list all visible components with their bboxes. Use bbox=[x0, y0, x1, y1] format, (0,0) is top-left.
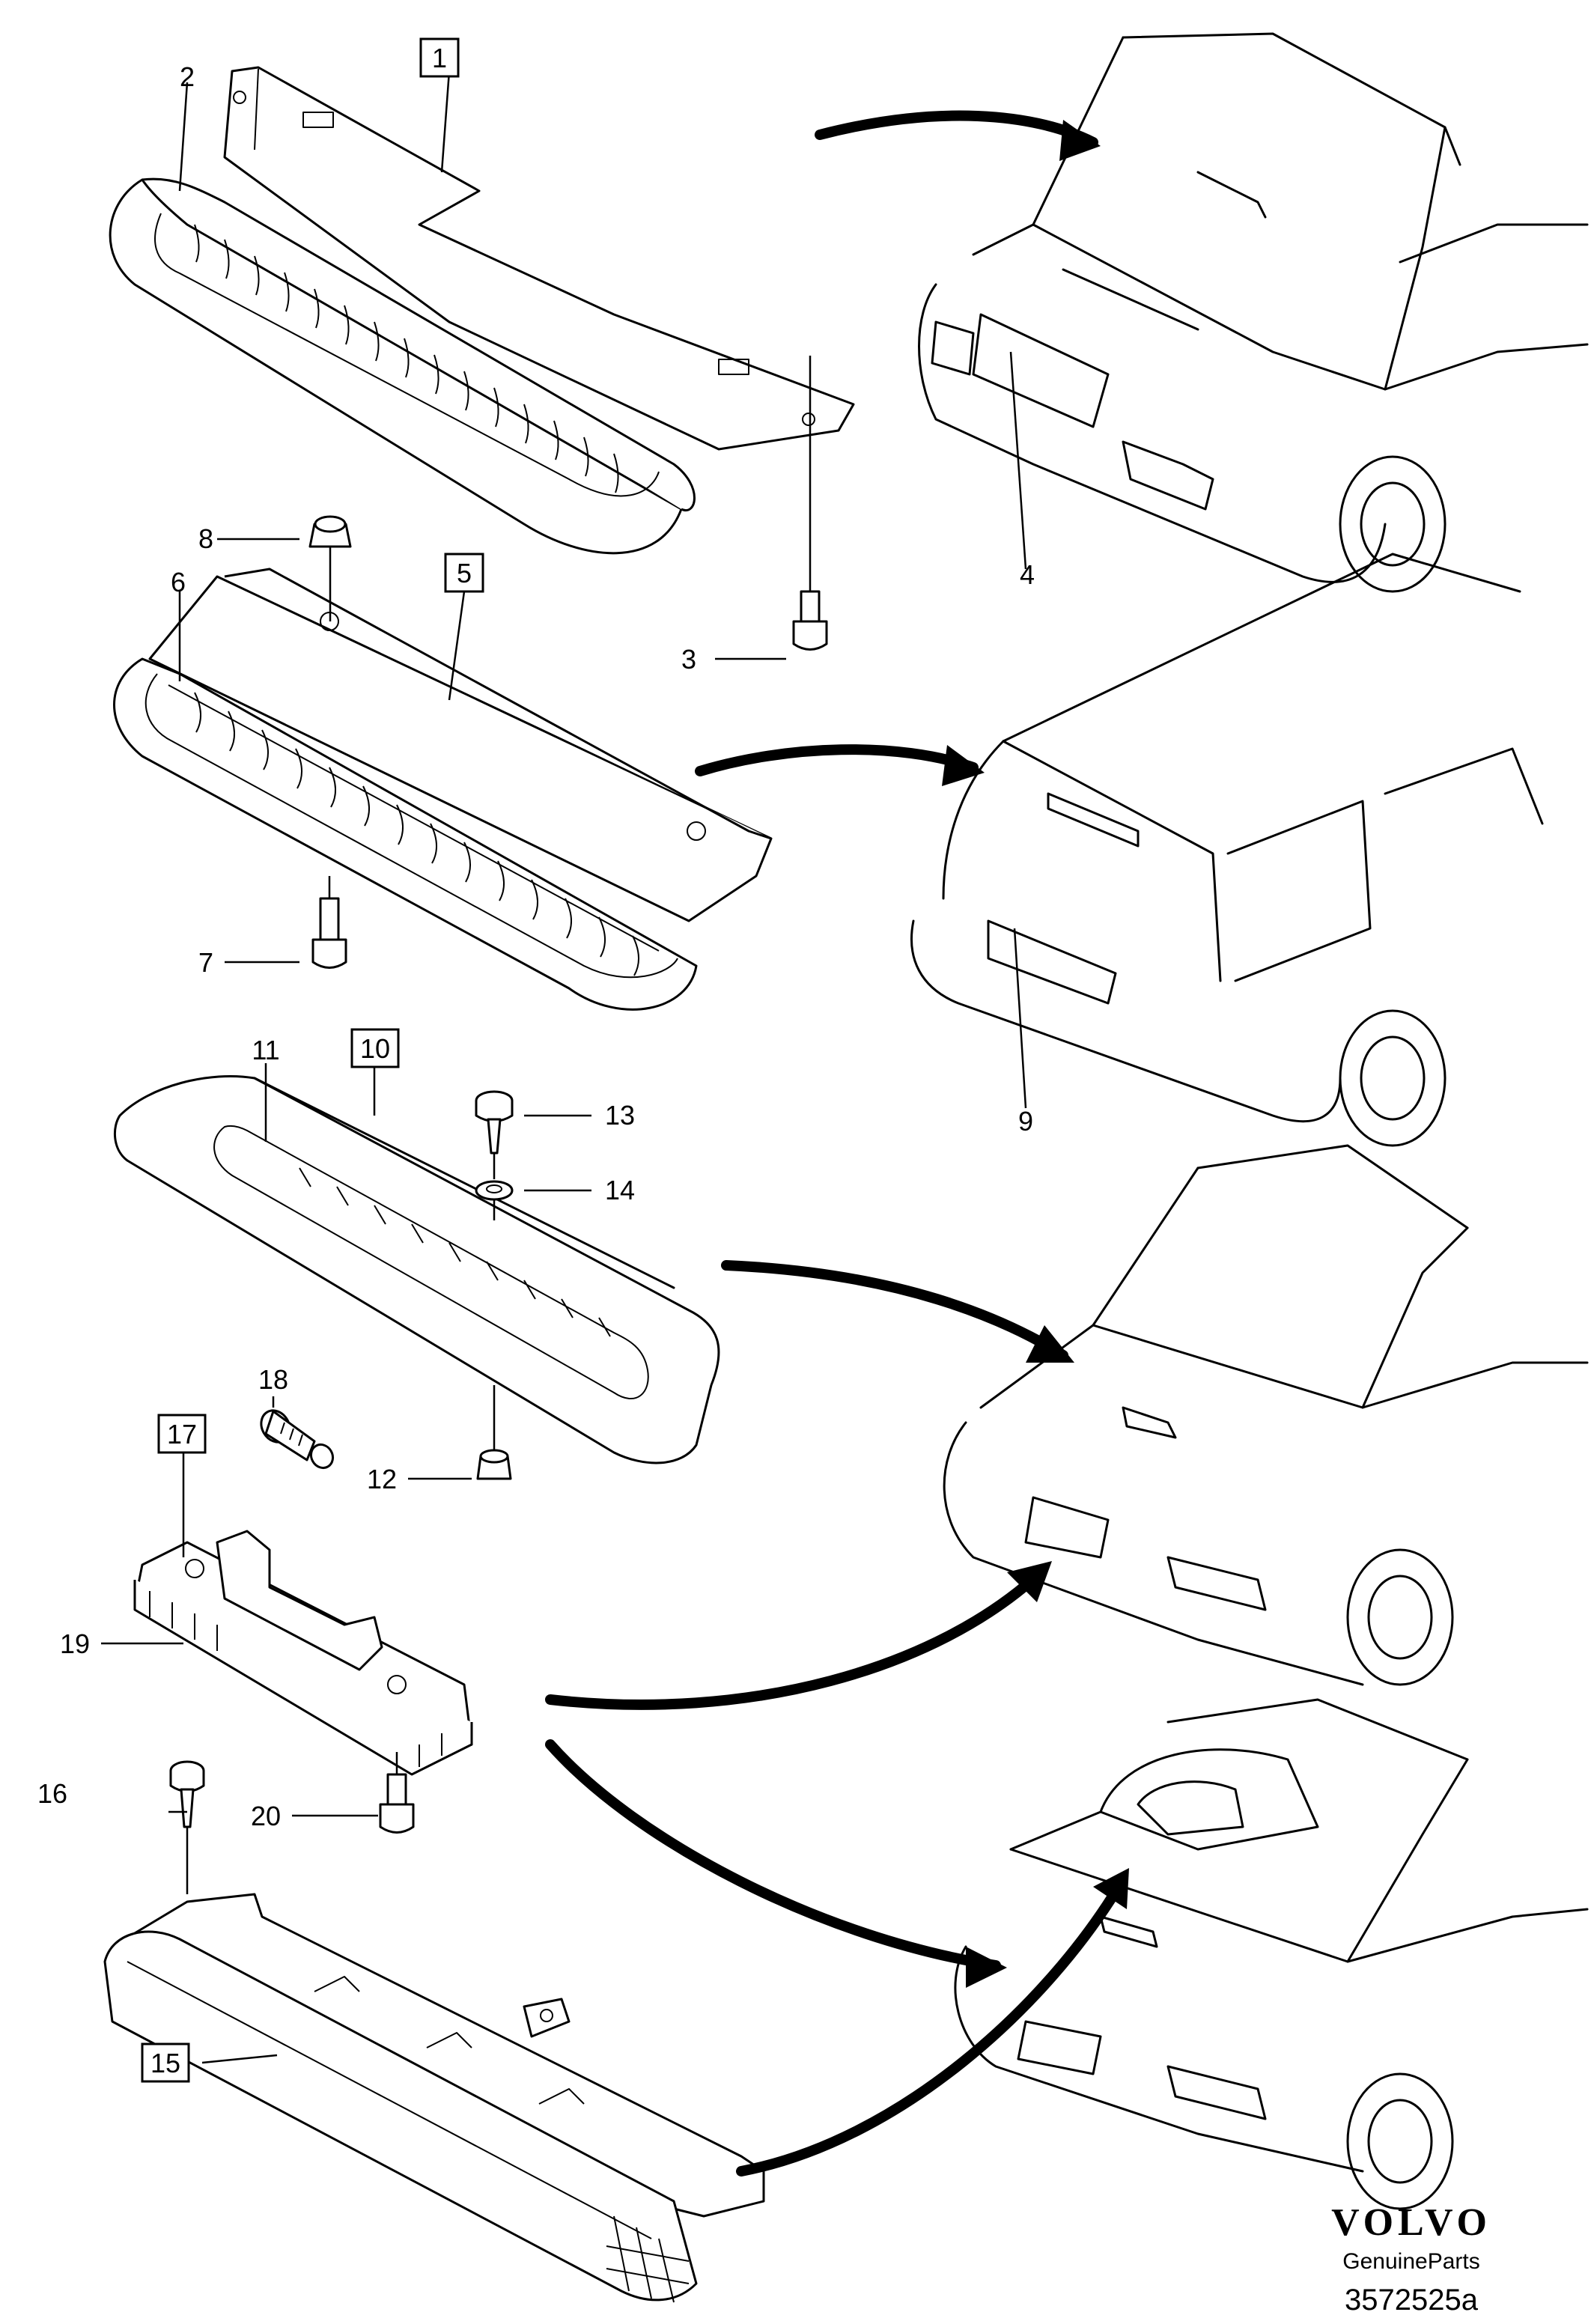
car-convertible bbox=[954, 1698, 1589, 2210]
brake-light-sedan bbox=[109, 66, 855, 555]
screw-20 bbox=[379, 1752, 415, 1834]
diagram-code: 3572525a bbox=[1345, 2284, 1479, 2317]
brake-light-estate bbox=[113, 568, 773, 1011]
callout-19: 19 bbox=[60, 1628, 90, 1659]
car-sedan bbox=[918, 32, 1589, 593]
callout-15: 15 bbox=[150, 2048, 180, 2078]
nut-8 bbox=[308, 515, 352, 621]
brand-block: VOLVO GenuineParts 3572525a bbox=[1331, 2201, 1491, 2317]
callout-9: 9 bbox=[1018, 1106, 1033, 1137]
callout-3: 3 bbox=[681, 644, 696, 675]
callout-5: 5 bbox=[457, 558, 472, 588]
callout-13: 13 bbox=[605, 1100, 635, 1131]
callout-14: 14 bbox=[605, 1175, 635, 1205]
callout-6: 6 bbox=[171, 567, 186, 597]
brake-light-coupe bbox=[113, 1075, 720, 1464]
callout-17: 17 bbox=[167, 1419, 197, 1450]
brake-light-convertible bbox=[103, 1893, 765, 2303]
genuine-parts-label: GenuineParts bbox=[1342, 2249, 1479, 2274]
nut-12 bbox=[476, 1385, 512, 1480]
callout-2: 2 bbox=[180, 61, 195, 92]
screw-7 bbox=[311, 876, 347, 969]
callout-10: 10 bbox=[360, 1033, 390, 1064]
callout-18: 18 bbox=[258, 1364, 288, 1395]
callout-7: 7 bbox=[198, 947, 213, 978]
callout-8: 8 bbox=[198, 523, 213, 554]
car-coupe bbox=[943, 1144, 1589, 1686]
pointer-arrows bbox=[545, 110, 1129, 2177]
callout-11: 11 bbox=[252, 1035, 279, 1065]
callout-labels: 1 2 3 4 5 6 7 8 9 10 11 12 13 14 15 16 1… bbox=[37, 37, 1035, 2083]
lamp-unit-17 bbox=[133, 1530, 473, 1776]
car-estate bbox=[910, 553, 1544, 1147]
callout-16: 16 bbox=[37, 1778, 67, 1809]
washer-14 bbox=[475, 1180, 514, 1220]
bulb-18 bbox=[260, 1409, 335, 1470]
callout-1: 1 bbox=[432, 43, 447, 73]
screw-16 bbox=[169, 1760, 205, 1894]
callout-4: 4 bbox=[1020, 559, 1035, 590]
volvo-logo: VOLVO bbox=[1331, 2201, 1491, 2244]
screw-3 bbox=[792, 356, 828, 651]
callout-20: 20 bbox=[251, 1801, 281, 1831]
screw-13 bbox=[475, 1090, 514, 1179]
callout-leaders bbox=[101, 70, 1027, 2064]
callout-12: 12 bbox=[367, 1464, 397, 1494]
